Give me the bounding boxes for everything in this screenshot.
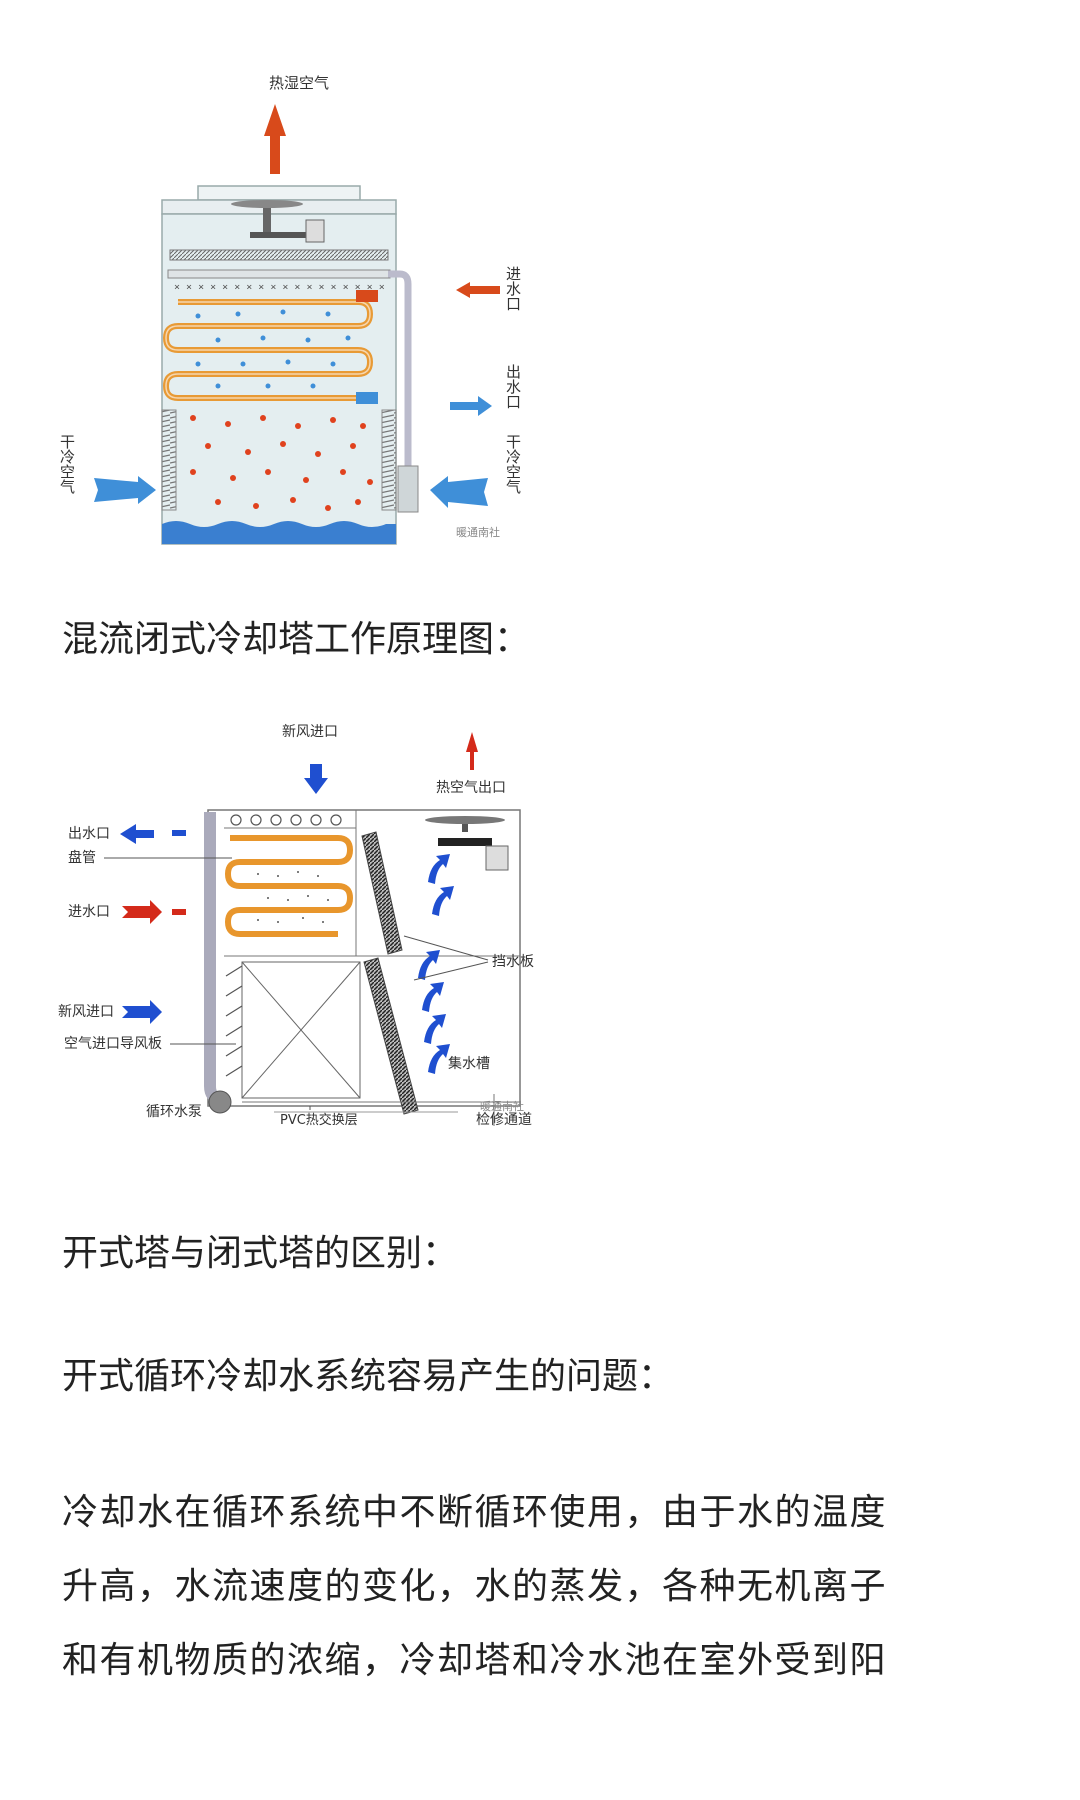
- fresh-air-inlet-side-label: 新风进口: [58, 1004, 114, 1020]
- coil-label: 盘管: [68, 849, 96, 866]
- caption-mixed-flow: 混流闭式冷却塔工作原理图：: [62, 619, 531, 660]
- coil: [224, 835, 354, 937]
- fresh-air-top-arrow: [304, 764, 328, 794]
- tower-body: [161, 213, 397, 545]
- watermark: 暖通南社: [456, 525, 500, 539]
- pvc-fill-label: PVC热交换层: [280, 1112, 358, 1128]
- body-paragraph: 冷却水在循环系统中不断循环使用，由于水的温度 升高，水流速度的变化，水的蒸发，各…: [62, 1476, 1022, 1698]
- fresh-air-inlet-top-label: 新风进口: [282, 724, 338, 740]
- inlet-arrow: [456, 282, 500, 298]
- collector-basin-label: 集水槽: [448, 1055, 490, 1072]
- watermark: 暖通南社: [480, 1099, 524, 1113]
- droplets: [190, 415, 373, 511]
- paragraph-line: 冷却水在循环系统中不断循环使用，由于水的温度: [62, 1492, 888, 1533]
- svg-text:× × × × × × × × × × × × × × ×: × × × × × × × × × × × × × × × × × ×: [174, 282, 385, 293]
- dry-cold-air-left-vlabel: 干冷空气: [58, 434, 76, 494]
- left-air-arrow: [94, 476, 156, 504]
- paragraph-line: 升高，水流速度的变化，水的蒸发，各种无机离子: [62, 1566, 888, 1607]
- outlet-arrow: [450, 396, 492, 416]
- hot-air-outlet-label: 热空气出口: [436, 780, 506, 796]
- water-outlet-vlabel: 出水口: [504, 364, 522, 409]
- hot-air-arrow: [264, 104, 286, 174]
- maintenance-passage-label: 检修通道: [476, 1112, 532, 1128]
- circulation-pump-label: 循环水泵: [146, 1104, 202, 1120]
- caption-open-problems: 开式循环冷却水系统容易产生的问题：: [62, 1356, 675, 1397]
- eliminator-label: 挡水板: [492, 954, 534, 970]
- water-inlet-label: 进水口: [68, 904, 110, 920]
- water-inlet-vlabel: 进水口: [504, 266, 522, 311]
- hot-air-arrow: [466, 732, 478, 770]
- dry-cold-air-right-vlabel: 干冷空气: [504, 434, 522, 494]
- air-flow-arrows: [418, 854, 454, 1074]
- hot-humid-air-label: 热湿空气: [269, 74, 329, 92]
- water-outlet-label: 出水口: [68, 826, 110, 842]
- air-inlet-louver-label: 空气进口导风板: [64, 1036, 162, 1052]
- caption-open-vs-closed: 开式塔与闭式塔的区别：: [62, 1233, 459, 1274]
- right-air-arrow: [430, 476, 488, 508]
- paragraph-line: 和有机物质的浓缩，冷却塔和冷水池在室外受到阳: [62, 1640, 888, 1681]
- water-basin: [162, 521, 396, 544]
- closed-tower-diagram: 热湿空气 × × × × × × × × × × × × × × × × × ×: [58, 74, 550, 558]
- mixed-flow-tower-diagram: 新风进口 热空气出口: [58, 706, 572, 1184]
